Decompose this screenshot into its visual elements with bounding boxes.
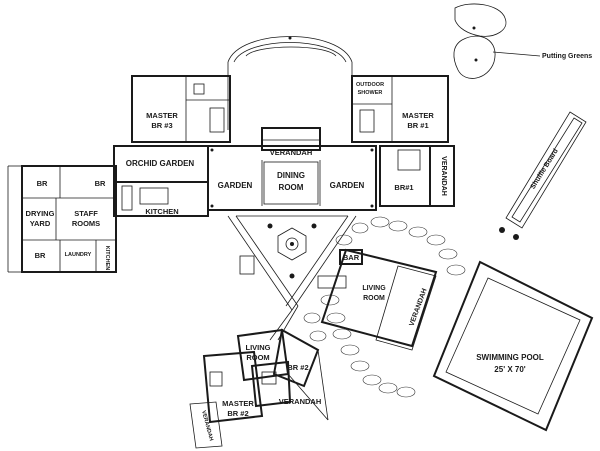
- guest-pavilion: LIVING ROOM BR #2 VERANDAH MASTER BR #2 …: [189, 328, 329, 449]
- staff-rooms-label-2: ROOMS: [72, 219, 100, 228]
- garden-left-label: GARDEN: [218, 181, 253, 190]
- verandah-lower-label: VERANDAH: [279, 397, 322, 406]
- shuffle-board: Shuffle Board: [499, 111, 587, 240]
- verandah-right-label: VERANDAH: [440, 156, 447, 196]
- outdoor-shower-label-2: SHOWER: [358, 90, 383, 96]
- living-room-s-label-2: ROOM: [246, 353, 269, 362]
- br-left-c-label: BR: [35, 251, 46, 260]
- kitchen-small-label: KITCHEN: [104, 246, 110, 270]
- verandah-top-label: VERANDAH: [270, 148, 313, 157]
- master-br1-label-1: MASTER: [402, 111, 434, 120]
- putting-greens-label: Putting Greens: [542, 53, 592, 60]
- br-left-a-label: BR: [37, 179, 48, 188]
- staff-rooms-label-1: STAFF: [74, 209, 98, 218]
- orchid-garden-label: ORCHID GARDEN: [126, 159, 195, 168]
- staff-wing: BR BR DRYING YARD STAFF ROOMS BR LAUNDRY…: [7, 165, 117, 273]
- swimming-pool: SWIMMING POOL 25' X 70': [432, 260, 594, 432]
- master-br2-label-1: MASTER: [222, 399, 254, 408]
- dining-room-label-1: DINING: [277, 171, 305, 180]
- kitchen-label: KITCHEN: [145, 207, 178, 216]
- garden-right-label: GARDEN: [330, 181, 365, 190]
- br1-right-label: BR#1: [394, 183, 413, 192]
- living-room-label-2: ROOM: [363, 295, 385, 302]
- putting-greens: Putting Greens: [453, 3, 592, 79]
- living-pavilion: BAR LIVING ROOM VERANDAH: [317, 248, 438, 351]
- central-block: MASTER BR #3 OUTDOOR SHOWER MASTER BR #1…: [113, 36, 455, 217]
- drying-yard-label-1: DRYING: [26, 209, 55, 218]
- br2-label: BR #2: [287, 363, 308, 372]
- outdoor-shower-label-1: OUTDOOR: [356, 82, 384, 88]
- master-br2-label-2: BR #2: [227, 409, 248, 418]
- laundry-label: LAUNDRY: [65, 252, 92, 258]
- dining-room-label-2: ROOM: [279, 183, 304, 192]
- swimming-pool-label: SWIMMING POOL: [476, 353, 544, 362]
- master-br1-label-2: BR #1: [407, 121, 428, 130]
- verandah-side-label: VERANDAH: [200, 410, 214, 442]
- walkways: [227, 215, 466, 398]
- drying-yard-label-2: YARD: [30, 219, 51, 228]
- bar-label: BAR: [343, 253, 360, 262]
- master-br3-label-1: MASTER: [146, 111, 178, 120]
- living-room-label-1: LIVING: [362, 285, 386, 292]
- br-left-b-label: BR: [95, 179, 106, 188]
- living-room-s-label-1: LIVING: [245, 343, 270, 352]
- pool-size-label: 25' X 70': [494, 365, 525, 374]
- master-br3-label-2: BR #3: [151, 121, 172, 130]
